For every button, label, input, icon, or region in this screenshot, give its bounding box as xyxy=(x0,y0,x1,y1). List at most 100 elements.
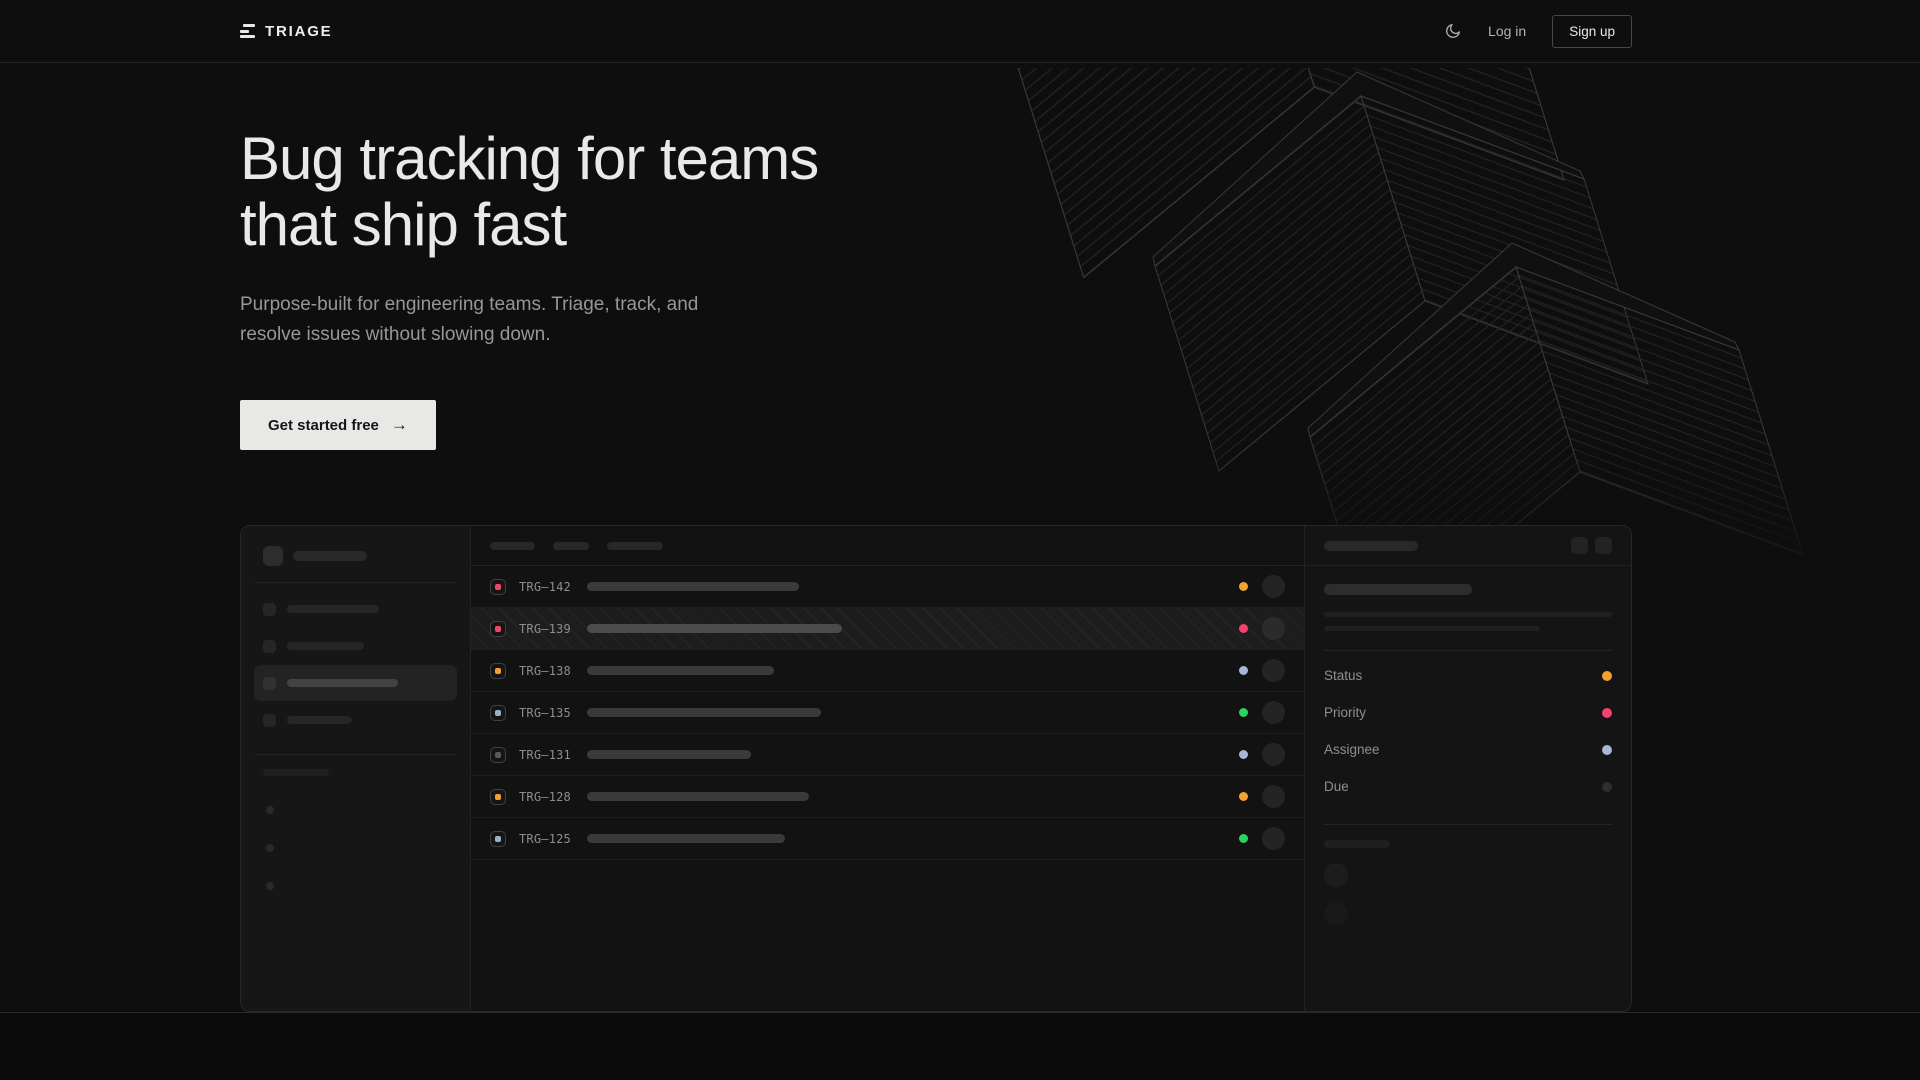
issue-title-skeleton xyxy=(587,750,751,759)
issue-list: TRG–142 TRG–139 TRG–138 TRG–135 TRG–131 xyxy=(471,526,1304,1011)
panel-divider xyxy=(1324,824,1612,825)
issue-priority-icon xyxy=(490,788,506,805)
sidebar-item-skeleton xyxy=(287,642,364,650)
detail-panel-body xyxy=(1305,566,1631,631)
detail-panel-header xyxy=(1305,526,1631,566)
assignee-avatar xyxy=(1262,617,1285,640)
issue-title-skeleton xyxy=(587,666,774,675)
sidebar-divider xyxy=(254,754,457,755)
sidebar-item-icon xyxy=(263,713,276,727)
assignee-avatar xyxy=(1262,827,1285,850)
issue-status-dot xyxy=(1239,624,1248,633)
sidebar-item-skeleton xyxy=(287,605,379,613)
sidebar-section-skeleton xyxy=(263,769,329,776)
issue-priority-icon xyxy=(490,620,506,637)
issue-title-skeleton xyxy=(587,792,809,801)
brand[interactable]: TRIAGE xyxy=(240,23,332,40)
issue-row[interactable]: TRG–128 xyxy=(471,776,1304,818)
activity-section-skeleton xyxy=(1324,840,1390,848)
hero-title-line1: Bug tracking for teams xyxy=(240,125,819,192)
issue-row[interactable]: TRG–142 xyxy=(471,566,1304,608)
detail-field[interactable]: Priority xyxy=(1324,694,1612,731)
field-value-dot xyxy=(1602,744,1612,755)
sidebar-item-1[interactable] xyxy=(254,591,457,627)
issue-priority-icon xyxy=(490,746,506,763)
assignee-avatar xyxy=(1262,743,1285,766)
list-tab-skeleton xyxy=(607,541,663,550)
assignee-avatar xyxy=(1262,785,1285,808)
issue-title-skeleton xyxy=(587,834,785,843)
detail-field[interactable]: Status xyxy=(1324,657,1612,694)
sidebar-item-2[interactable] xyxy=(254,628,457,664)
issue-status-dot xyxy=(1239,792,1248,801)
login-link[interactable]: Log in xyxy=(1488,23,1527,39)
field-label: Status xyxy=(1324,668,1363,683)
workspace-switcher[interactable] xyxy=(254,546,457,566)
sidebar-item-skeleton xyxy=(287,716,352,724)
issue-status-dot xyxy=(1239,666,1248,675)
issue-description-skeleton xyxy=(1324,626,1540,631)
signup-button[interactable]: Sign up xyxy=(1552,14,1632,48)
issue-row[interactable]: TRG–125 xyxy=(471,818,1304,860)
mockup-sidebar xyxy=(241,526,471,1011)
field-label: Priority xyxy=(1324,705,1367,720)
activity-avatar xyxy=(1324,902,1348,926)
field-value-dot xyxy=(1602,707,1612,718)
issue-priority-icon xyxy=(490,578,506,595)
assignee-avatar xyxy=(1262,701,1285,724)
assignee-avatar xyxy=(1262,575,1285,598)
issue-row[interactable]: TRG–139 xyxy=(471,608,1304,650)
field-label: Assignee xyxy=(1324,742,1380,757)
list-tab-skeleton xyxy=(553,541,589,550)
hero-title-line2: that ship fast xyxy=(240,191,567,258)
issue-row[interactable]: TRG–135 xyxy=(471,692,1304,734)
detail-field[interactable]: Assignee xyxy=(1324,731,1612,768)
issue-description-skeleton xyxy=(1324,612,1612,617)
theme-toggle-button[interactable] xyxy=(1444,22,1462,40)
issue-id: TRG–135 xyxy=(519,705,571,720)
issue-id: TRG–142 xyxy=(519,579,571,594)
triage-logo-icon xyxy=(240,24,255,38)
hero-section: Bug tracking for teams that ship fast Pu… xyxy=(240,125,819,450)
panel-divider xyxy=(1324,650,1612,651)
assignee-avatar xyxy=(1262,659,1285,682)
issue-id: TRG–131 xyxy=(519,747,571,762)
get-started-label: Get started free xyxy=(268,416,379,434)
issue-id: TRG–128 xyxy=(519,789,571,804)
panel-action-button[interactable] xyxy=(1571,537,1588,554)
issue-row[interactable]: TRG–131 xyxy=(471,734,1304,776)
sidebar-item-icon xyxy=(263,602,276,616)
field-value-dot xyxy=(1602,781,1612,792)
issue-id: TRG–138 xyxy=(519,663,571,678)
issue-status-dot xyxy=(1239,582,1248,591)
issue-status-dot xyxy=(1239,750,1248,759)
panel-action-button[interactable] xyxy=(1595,537,1612,554)
issue-title-skeleton xyxy=(587,624,842,633)
issue-priority-icon xyxy=(490,704,506,721)
issue-status-dot xyxy=(1239,834,1248,843)
sidebar-item-3-active[interactable] xyxy=(254,665,457,701)
workspace-name-skeleton xyxy=(293,551,367,561)
issue-status-dot xyxy=(1239,708,1248,717)
issue-list-body: TRG–142 TRG–139 TRG–138 TRG–135 TRG–131 xyxy=(471,566,1304,860)
top-nav: TRIAGE Log in Sign up xyxy=(0,0,1920,63)
get-started-button[interactable]: Get started free → xyxy=(240,400,436,450)
issue-row[interactable]: TRG–138 xyxy=(471,650,1304,692)
sidebar-item-skeleton xyxy=(287,679,398,687)
sidebar-dot xyxy=(266,844,274,852)
field-label: Due xyxy=(1324,779,1349,794)
brand-name: TRIAGE xyxy=(265,22,333,40)
issue-list-header xyxy=(471,526,1304,566)
field-value-dot xyxy=(1602,670,1612,681)
detail-field[interactable]: Due xyxy=(1324,768,1612,805)
issue-id: TRG–139 xyxy=(519,621,571,636)
workspace-avatar xyxy=(263,546,283,566)
issue-title-skeleton xyxy=(587,582,799,591)
issue-title-skeleton xyxy=(1324,584,1472,595)
sidebar-dot xyxy=(266,882,274,890)
issue-priority-icon xyxy=(490,662,506,679)
arrow-right-icon: → xyxy=(390,415,408,434)
sidebar-item-4[interactable] xyxy=(254,702,457,738)
detail-fields: Status Priority Assignee Due xyxy=(1305,651,1631,805)
activity-avatar xyxy=(1324,863,1348,887)
